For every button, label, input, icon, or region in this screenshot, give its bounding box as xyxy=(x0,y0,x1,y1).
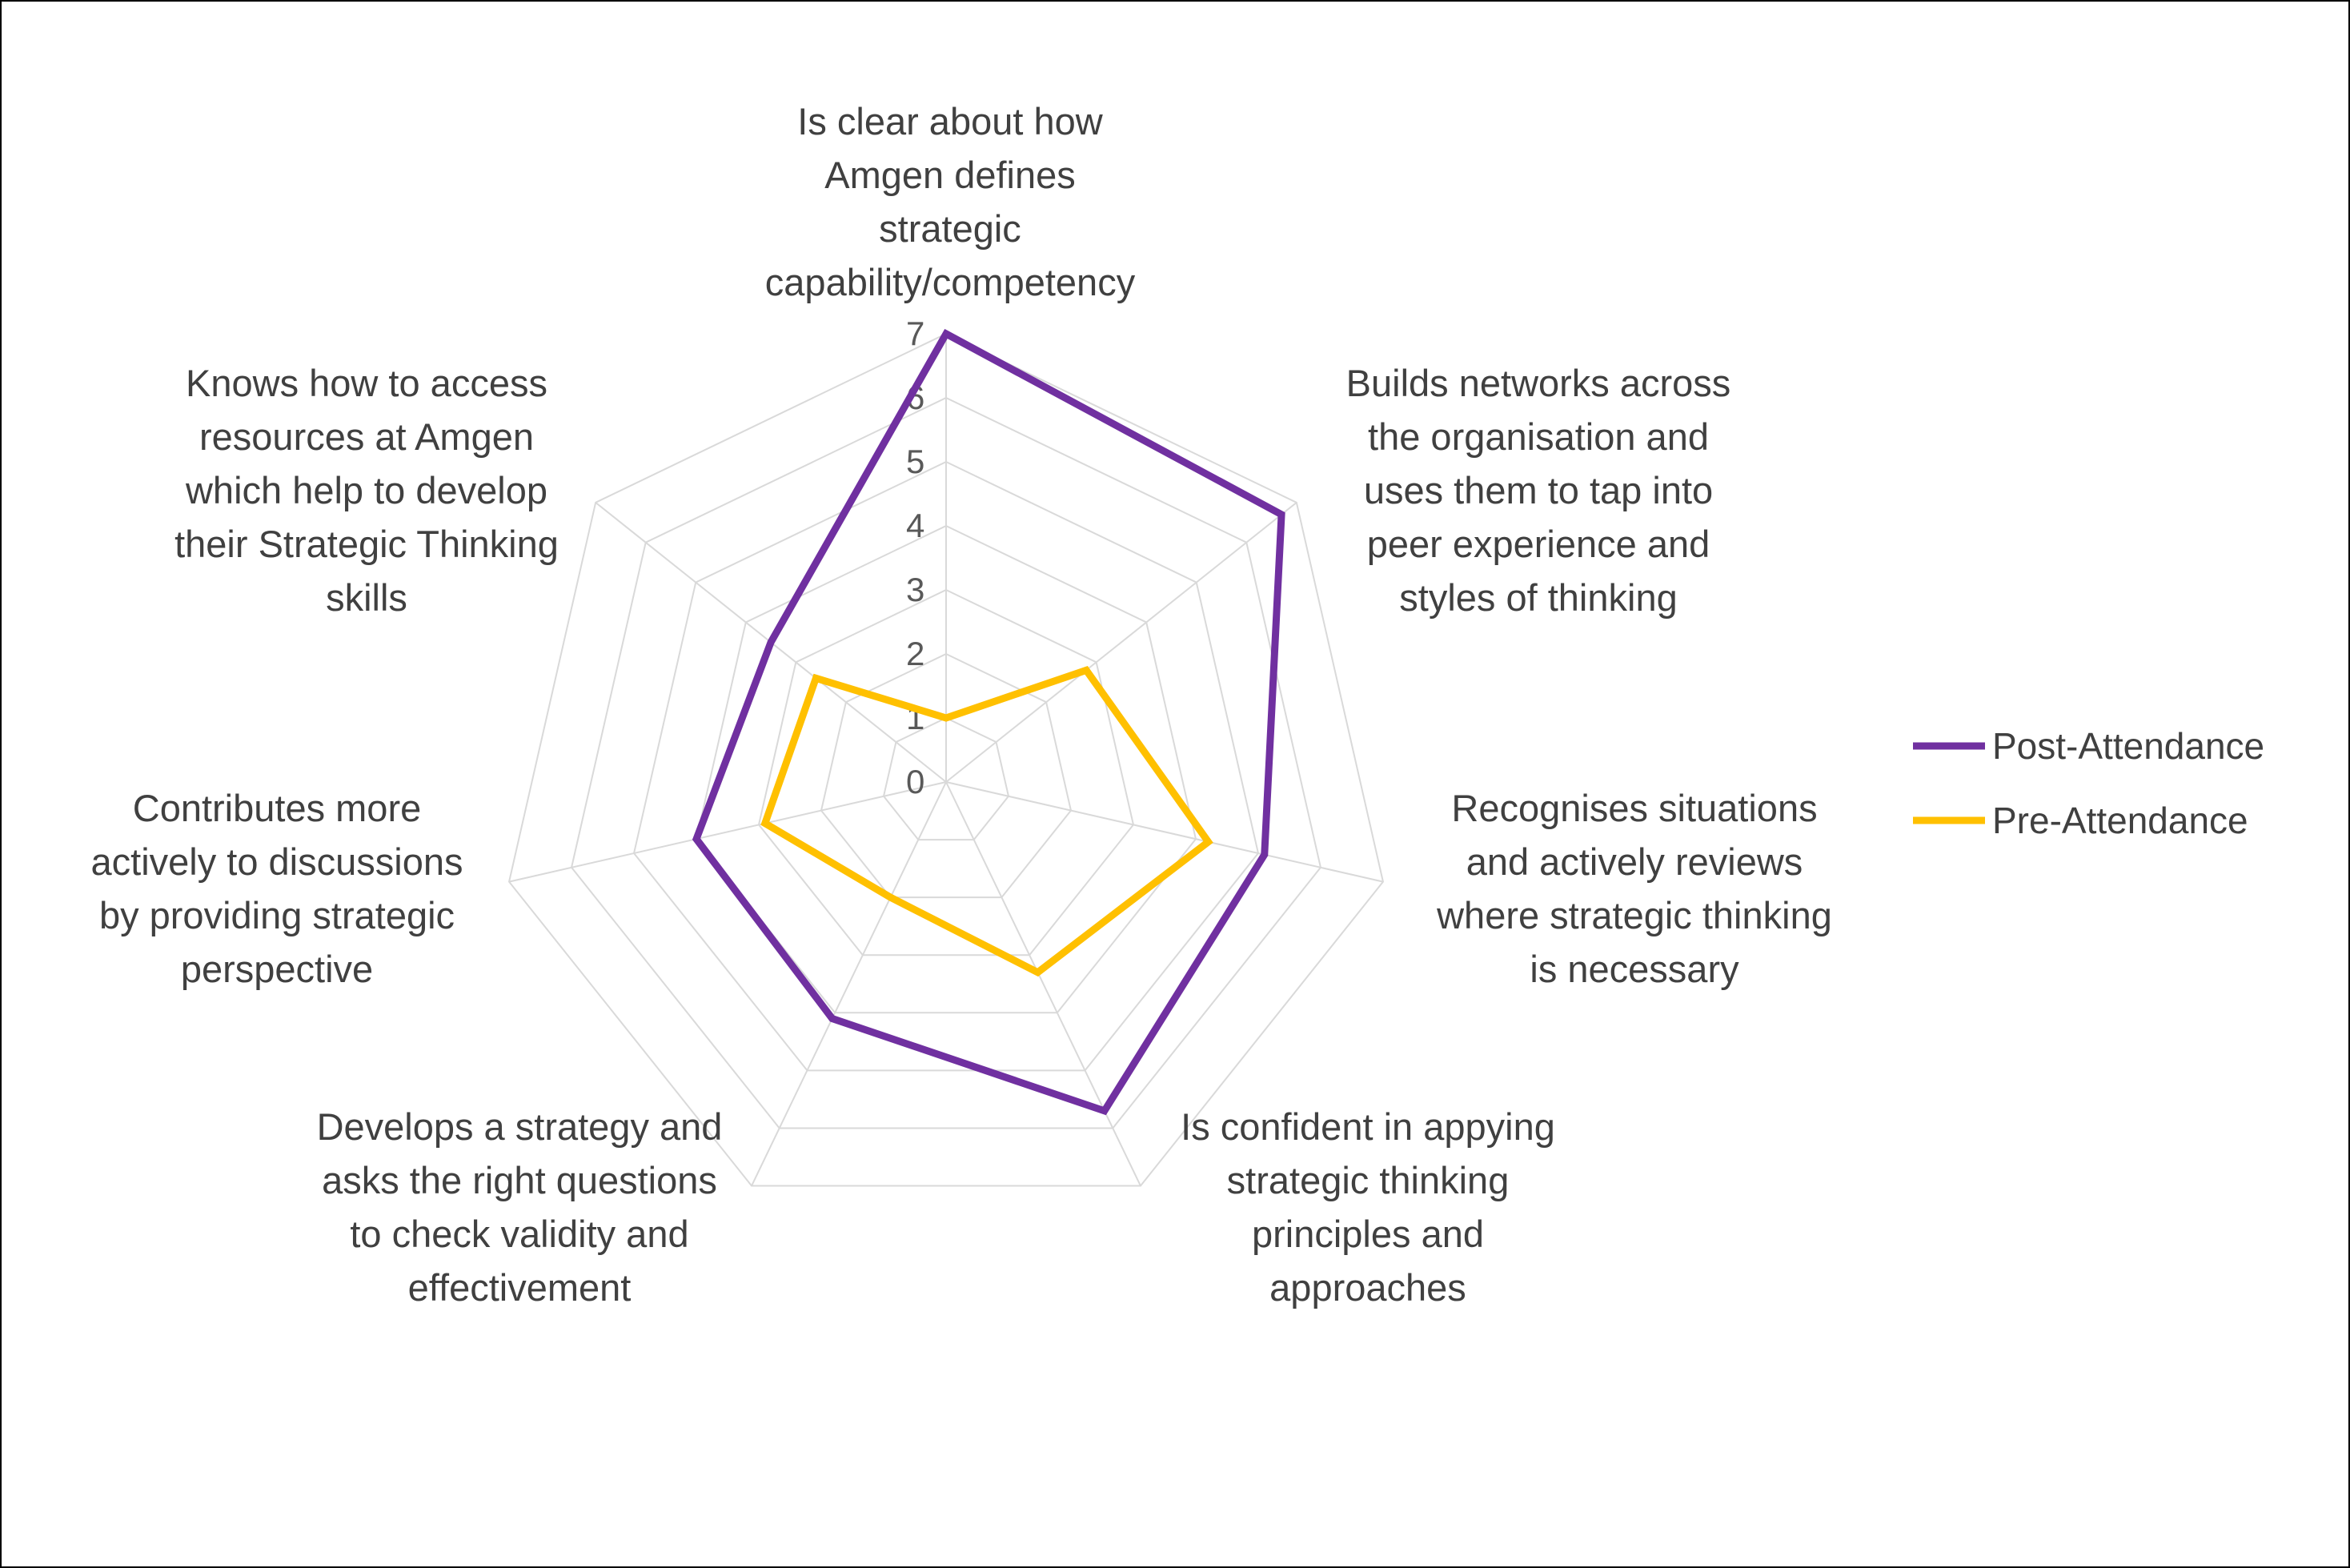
grid-ring-6 xyxy=(570,396,1322,1129)
legend-label: Pre-Attendance xyxy=(1992,800,2248,841)
grid-spoke xyxy=(945,781,1384,883)
grid-ring-5 xyxy=(632,460,1260,1072)
tick-label: 5 xyxy=(906,443,924,480)
tick-label: 4 xyxy=(906,507,924,544)
tick-label: 3 xyxy=(906,571,924,608)
tick-label: 7 xyxy=(906,315,924,352)
grid-ring-7 xyxy=(507,332,1385,1187)
grid-spoke xyxy=(508,781,947,883)
series-line-post-attendance xyxy=(692,328,1285,1116)
series-line-pre-attendance xyxy=(760,665,1213,977)
tick-label: 2 xyxy=(906,635,924,672)
tick-label: 6 xyxy=(906,379,924,416)
series-layer xyxy=(692,328,1285,1116)
grid-ring-4 xyxy=(695,524,1197,1014)
grid-spoke xyxy=(751,781,947,1186)
grid-ring-1 xyxy=(882,716,1010,841)
grid-spoke xyxy=(945,781,1141,1186)
legend-label: Post-Attendance xyxy=(1992,725,2264,767)
tick-label: 0 xyxy=(906,763,924,800)
grid-spoke xyxy=(945,502,1297,783)
grid-ring-2 xyxy=(820,652,1073,899)
